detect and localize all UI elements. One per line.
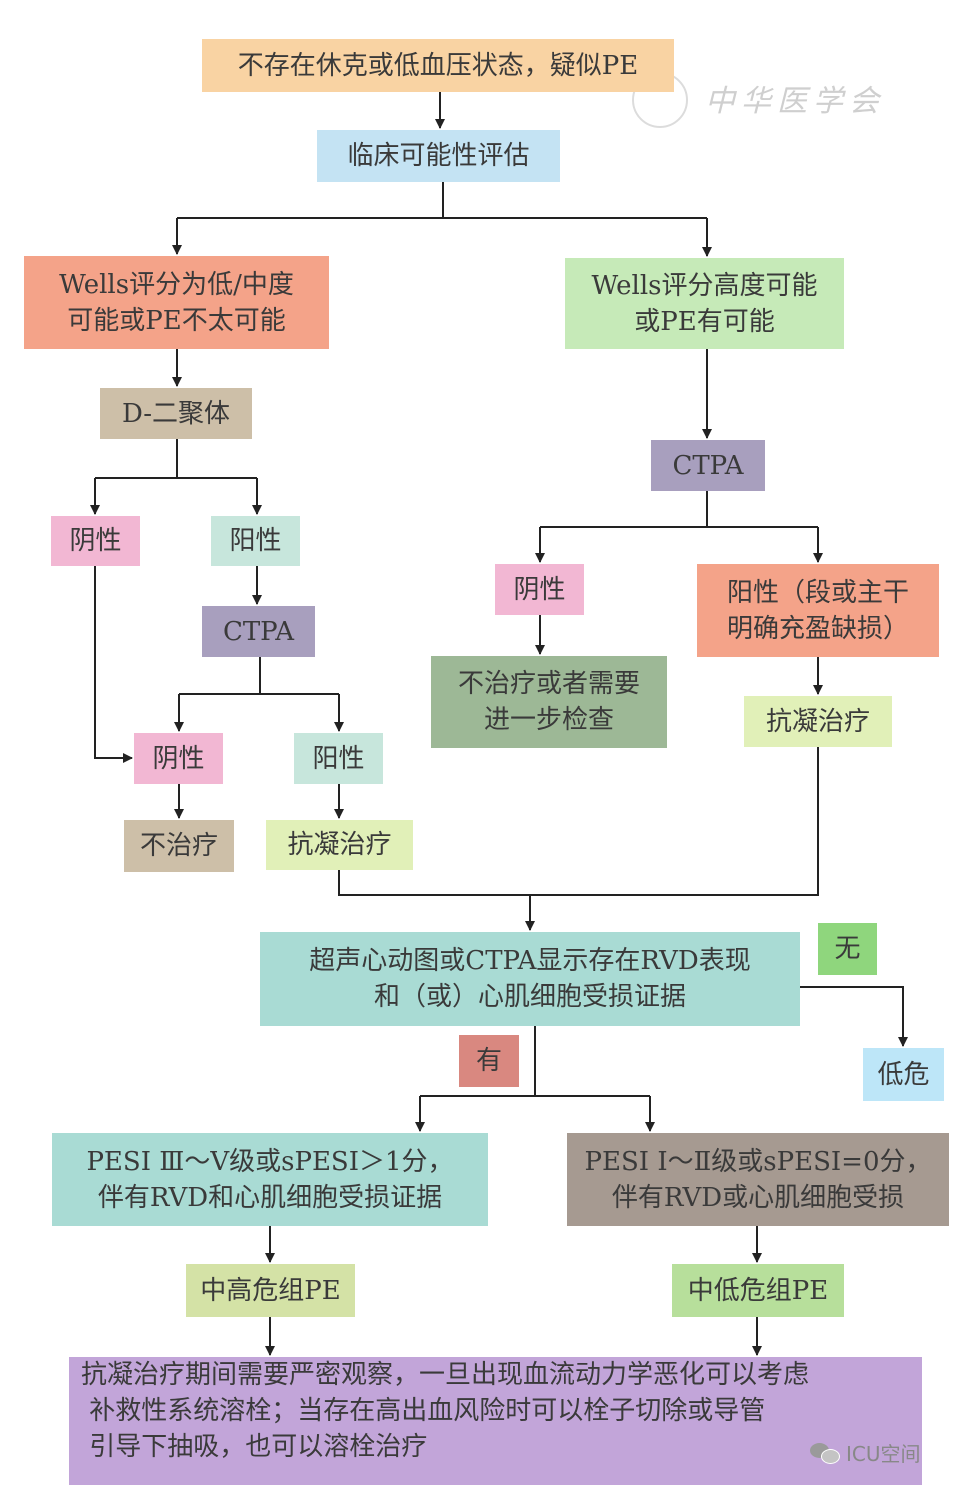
arrow-l-neg-to-l2-neg: [94, 566, 133, 763]
line-ddimer-split: [95, 439, 257, 479]
node-left-negative: 阴性: [51, 516, 140, 566]
line-l-ctpa-split: [179, 657, 339, 695]
node-intermediate-low-risk: 中低危组PE: [672, 1264, 844, 1317]
node-left-anticoagulation: 抗凝治疗: [266, 820, 413, 870]
node-pesi-low: PESI Ⅰ～Ⅱ级或sPESI=0分， 伴有RVD或心肌细胞受损: [567, 1133, 949, 1226]
node-right-ctpa: CTPA: [651, 440, 765, 491]
node-final-management: 抗凝治疗期间需要严密观察，一旦出现血流动力学恶化可以考虑 补救性系统溶栓；当存在…: [69, 1357, 922, 1485]
node-no-treatment: 不治疗: [124, 820, 234, 872]
node-right-negative: 阴性: [495, 564, 584, 615]
wechat-watermark: ICU空间: [810, 1438, 921, 1467]
watermark-text: 中华医学会: [705, 84, 885, 119]
node-wells-low: Wells评分为低/中度 可能或PE不太可能: [24, 256, 329, 349]
node-wells-high: Wells评分高度可能 或PE有可能: [565, 258, 844, 349]
node-right-no-treatment: 不治疗或者需要 进一步检查: [431, 656, 667, 748]
line-clinical-split: [177, 182, 707, 219]
node-pesi-high: PESI Ⅲ～Ⅴ级或sPESI＞1分， 伴有RVD和心肌细胞受损证据: [52, 1133, 488, 1226]
arrow-echo-to-low-risk: [800, 986, 908, 1047]
label-yes: 有: [459, 1035, 519, 1087]
node-clinical-assessment: 临床可能性评估: [317, 130, 560, 182]
node-echo-rvd: 超声心动图或CTPA显示存在RVD表现 和（或）心肌细胞受损证据: [260, 932, 800, 1026]
line-echo-split: [420, 1026, 650, 1097]
node-right-positive: 阳性（段或主干 明确充盈缺损）: [697, 564, 939, 657]
node-intermediate-high-risk: 中高危组PE: [186, 1264, 355, 1317]
node-left2-negative: 阴性: [134, 733, 223, 784]
line-anticoag-join: [338, 747, 819, 896]
wechat-icon: [810, 1441, 840, 1465]
node-low-risk: 低危: [863, 1048, 944, 1101]
node-left-positive: 阳性: [211, 516, 300, 566]
node-d-dimer: D-二聚体: [100, 388, 252, 439]
line-r-ctpa-split: [540, 491, 818, 528]
node-left2-positive: 阳性: [294, 733, 383, 784]
label-none: 无: [818, 923, 877, 975]
node-start: 不存在休克或低血压状态，疑似PE: [202, 39, 674, 92]
node-left-ctpa: CTPA: [202, 606, 315, 657]
node-right-anticoagulation: 抗凝治疗: [744, 696, 892, 747]
